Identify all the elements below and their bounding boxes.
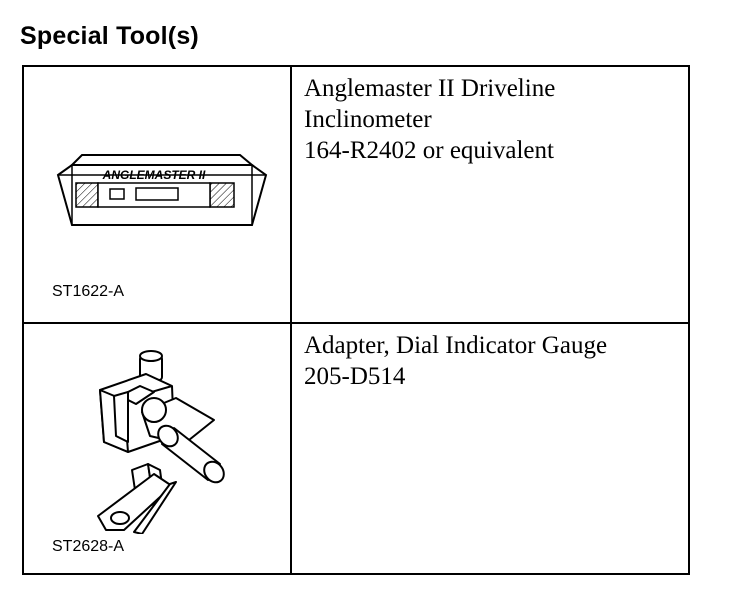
tool-row: ST2628-A Adapter, Dial Indicator Gauge 2…: [24, 324, 688, 573]
tool-illustration-cell: ST2628-A: [24, 324, 292, 573]
tool-row: ANGLEMASTER II ST1622-A Anglemaster II D…: [24, 67, 688, 324]
special-tools-table: ANGLEMASTER II ST1622-A Anglemaster II D…: [22, 65, 690, 575]
description-line: Inclinometer: [304, 106, 432, 133]
illustration-code: ST1622-A: [52, 283, 125, 300]
tool-illustration-cell: ANGLEMASTER II ST1622-A: [24, 67, 292, 322]
section-heading: Special Tool(s): [20, 22, 199, 50]
description-line: 205-D514: [304, 363, 406, 390]
dial-indicator-adapter-icon: [97, 350, 225, 534]
tool-description: Adapter, Dial Indicator Gauge 205-D514: [292, 324, 682, 573]
tool-description: Anglemaster II Driveline Inclinometer 16…: [292, 67, 682, 322]
inclinometer-icon: ANGLEMASTER II: [56, 154, 268, 226]
description-line: Anglemaster II Driveline: [304, 75, 556, 102]
illustration-code: ST2628-A: [52, 538, 125, 555]
description-line: Adapter, Dial Indicator Gauge: [304, 332, 608, 359]
device-label: ANGLEMASTER II: [102, 168, 206, 182]
description-line: 164-R2402 or equivalent: [304, 137, 554, 164]
